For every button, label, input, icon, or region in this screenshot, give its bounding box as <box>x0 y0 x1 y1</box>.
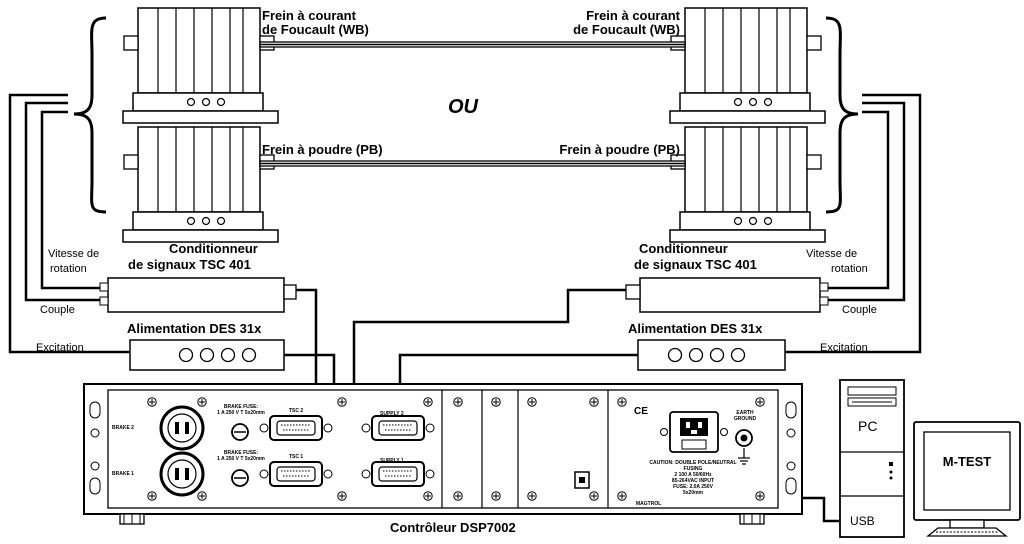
tsc1-connector <box>259 461 333 487</box>
pc-tower <box>839 379 905 538</box>
supply1-panel-label: SUPPLY 1 <box>380 458 404 464</box>
earth-ground-post <box>735 429 753 465</box>
psu-right <box>637 339 786 371</box>
cond-left-label-line1: Conditionneur <box>169 241 258 256</box>
supply2-connector <box>361 415 435 441</box>
m-test-monitor <box>913 421 1021 537</box>
brake2-panel-label: BRAKE 2 <box>112 425 134 431</box>
speed-left-label-line2: rotation <box>50 263 87 275</box>
pb-shaft <box>259 160 686 167</box>
fuse-bottom-label-line1: BRAKE FUSE: <box>223 450 259 456</box>
supply2-panel-label: SUPPLY 2 <box>380 411 404 417</box>
power-info-line5: FUSE: 2.0A 250V <box>673 484 713 490</box>
power-info-line6: 5x20mm <box>682 490 703 496</box>
pb-left-label: Frein à poudre (PB) <box>262 142 383 157</box>
wb-left-label-line1: Frein à courant <box>262 8 356 23</box>
cond-right-label-line1: Conditionneur <box>639 241 728 256</box>
pb-brake-right <box>669 126 826 243</box>
wb-right-label-line2: de Foucault (WB) <box>573 22 680 37</box>
conditioner-left <box>99 277 297 313</box>
power-info-line4: 85-264VAC INPUT <box>671 478 715 484</box>
psu-right-label: Alimentation DES 31x <box>628 321 763 336</box>
tsc2-connector <box>259 415 333 441</box>
pb-right-label: Frein à poudre (PB) <box>559 142 680 157</box>
cond-left-label-line2: de signaux TSC 401 <box>128 257 251 272</box>
fuse-bottom-label-line2: 1 A 250 V T 5x20mm <box>217 456 265 462</box>
tsc2-panel-label: TSC 2 <box>289 408 304 414</box>
speed-left-label-line1: Vitesse de <box>48 248 100 260</box>
power-info-line3: 2 100 A 50/60Hz <box>674 472 712 478</box>
wb-brake-left <box>122 7 279 124</box>
tsc1-panel-label: TSC 1 <box>289 454 304 460</box>
brace-right <box>825 16 859 214</box>
speed-right-label-line2: rotation <box>831 263 868 275</box>
brake1-socket <box>159 451 205 497</box>
m-test-label: M-TEST <box>942 454 992 469</box>
power-inlet <box>660 411 728 453</box>
wb-shaft <box>259 41 686 48</box>
usb-port <box>574 471 590 489</box>
brake1-panel-label: BRAKE 1 <box>112 471 134 477</box>
psu-left <box>129 339 285 371</box>
wires-right <box>785 93 922 354</box>
conditioner-right <box>625 277 829 313</box>
fuse-top-label-line2: 1 A 250 V T 5x20mm <box>217 410 265 416</box>
wb-brake-right <box>669 7 826 124</box>
wires-left <box>8 93 130 354</box>
brake2-socket <box>159 405 205 451</box>
ce-mark: CE <box>634 406 648 417</box>
power-info-line1: CAUTION: DOUBLE POLE/NEUTRAL <box>649 460 737 466</box>
earth-label-line1: EARTH <box>736 410 754 416</box>
speed-right-label-line1: Vitesse de <box>806 248 858 260</box>
usb-label: USB <box>850 514 875 528</box>
wb-left-label-line2: de Foucault (WB) <box>262 22 369 37</box>
controller-label: Contrôleur DSP7002 <box>390 520 516 535</box>
controller-dsp7002 <box>83 383 803 525</box>
earth-label-line2: GROUND <box>733 416 757 422</box>
cond-right-label-line2: de signaux TSC 401 <box>634 257 757 272</box>
wb-right-label-line1: Frein à courant <box>586 8 680 23</box>
pc-label: PC <box>858 418 878 434</box>
brace-left <box>73 16 107 214</box>
excitation-right-label: Excitation <box>820 342 868 354</box>
fuse-top-label-line1: BRAKE FUSE: <box>223 404 259 410</box>
couple-right-label: Couple <box>842 304 877 316</box>
pb-brake-left <box>122 126 279 243</box>
or-label: OU <box>448 96 478 118</box>
supply1-connector <box>361 461 435 487</box>
psu-left-label: Alimentation DES 31x <box>127 321 262 336</box>
excitation-left-label: Excitation <box>36 342 84 354</box>
power-info-line2: FUSING <box>683 466 703 472</box>
usb-port-label: MAGTROL <box>636 501 662 507</box>
couple-left-label: Couple <box>40 304 75 316</box>
